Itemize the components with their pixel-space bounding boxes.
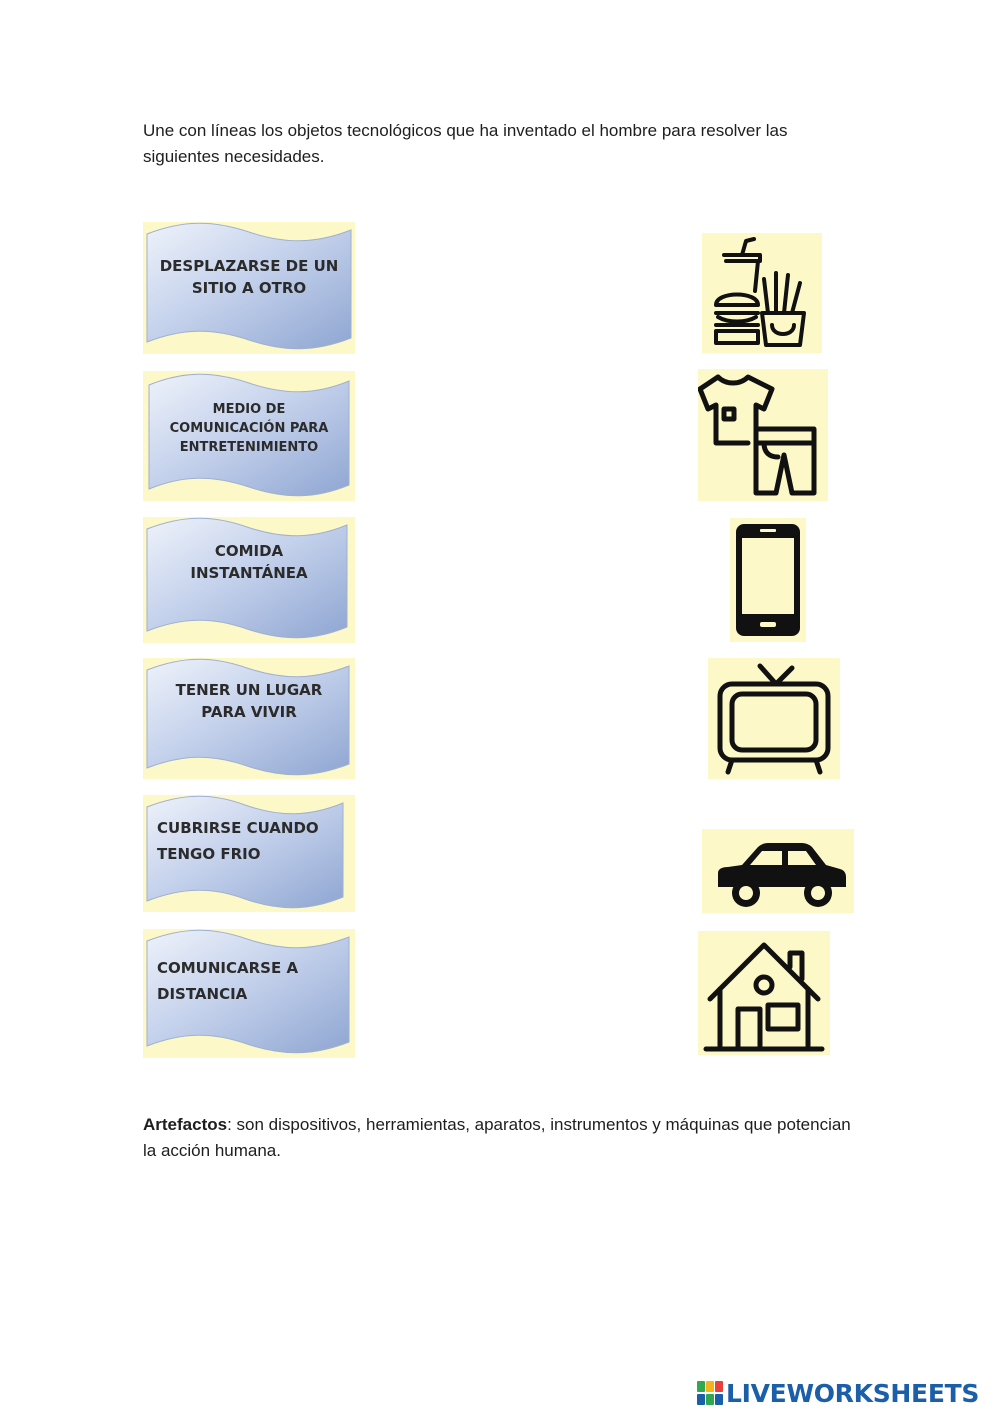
wave-banner-shape xyxy=(146,929,350,1054)
smartphone-icon[interactable] xyxy=(730,518,806,642)
wave-banner-shape xyxy=(146,795,344,909)
definition-body: : son dispositivos, herramientas, aparat… xyxy=(143,1115,851,1160)
brand-watermark: LIVEWORKSHEETS xyxy=(697,1378,979,1408)
definition-term: Artefactos xyxy=(143,1115,228,1134)
brand-logo-icon xyxy=(697,1381,723,1405)
house-icon[interactable] xyxy=(698,931,830,1055)
wave-banner-shape xyxy=(148,373,350,497)
wave-banner-shape xyxy=(146,222,352,350)
definition-text: Artefactos: son dispositivos, herramient… xyxy=(143,1112,863,1164)
wave-banner-shape xyxy=(146,517,348,639)
brand-name: LIVEWORKSHEETS xyxy=(726,1378,980,1408)
wave-banner-shape xyxy=(146,658,350,776)
instructions-text: Une con líneas los objetos tecnológicos … xyxy=(143,121,788,166)
fast-food-icon[interactable] xyxy=(702,233,822,353)
car-icon[interactable] xyxy=(702,829,854,913)
television-icon[interactable] xyxy=(708,658,840,779)
clothes-icon[interactable] xyxy=(698,369,828,501)
